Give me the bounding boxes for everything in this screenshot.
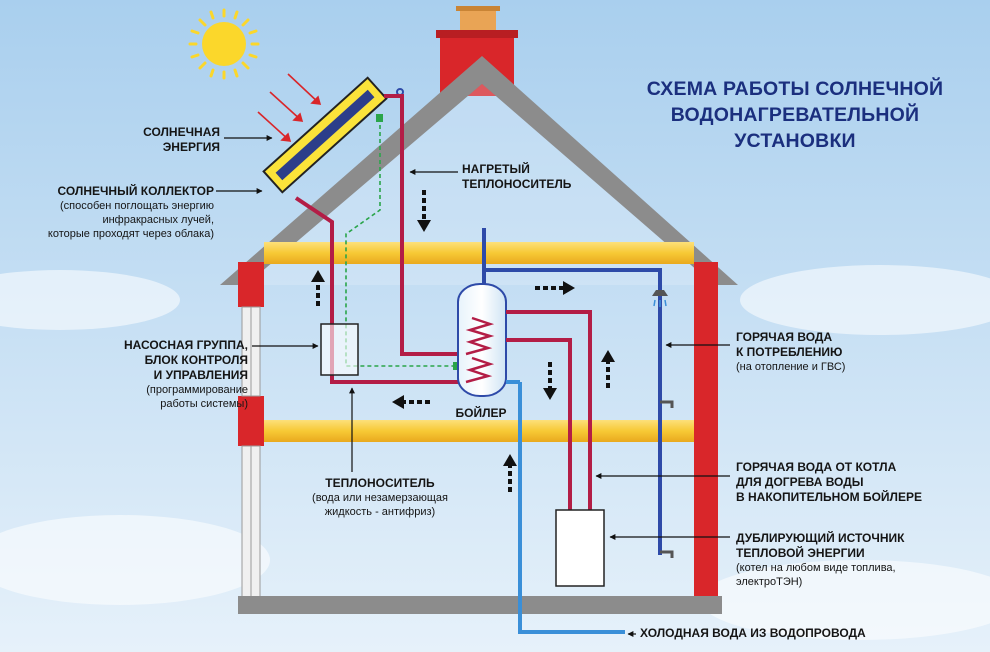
flow-arrows (311, 190, 615, 492)
label-boiler: БОЙЛЕР (455, 406, 507, 420)
right-wall (694, 262, 718, 598)
faucet-icon-lower (660, 550, 674, 558)
arrow-up-boiler-loop (601, 350, 615, 388)
arrow-left-return (392, 395, 430, 409)
diagram-title: СХЕМА РАБОТЫ СОЛНЕЧНОЙ ВОДОНАГРЕВАТЕЛЬНО… (600, 76, 990, 154)
label-solar-energy: СОЛНЕЧНАЯ ЭНЕРГИЯ (143, 125, 220, 154)
label-boiler-hot-water: ГОРЯЧАЯ ВОДА ОТ КОТЛА ДЛЯ ДОГРЕВА ВОДЫ В… (736, 460, 922, 504)
ground-floor (238, 596, 722, 614)
arrow-up-cold (503, 454, 517, 492)
clouds (0, 265, 990, 640)
shower-icon (652, 270, 668, 307)
title-line-1: СХЕМА РАБОТЫ СОЛНЕЧНОЙ (646, 78, 944, 100)
sun-rays-arrows (257, 73, 322, 142)
left-wall (238, 262, 264, 599)
boiler-tank (457, 283, 507, 397)
label-pump-group: НАСОСНАЯ ГРУППА, БЛОК КОНТРОЛЯ И УПРАВЛЕ… (123, 338, 248, 410)
arrow-down-hot (417, 190, 431, 232)
label-heated-carrier: НАГРЕТЫЙ ТЕПЛОНОСИТЕЛЬ (462, 162, 572, 191)
arrow-down-boiler-loop (543, 362, 557, 400)
return-carrier-pipe (294, 196, 466, 384)
title-line-3: УСТАНОВКИ (734, 130, 856, 152)
middle-floor (264, 420, 694, 442)
label-cold-water: ХОЛОДНАЯ ВОДА ИЗ ВОДОПРОВОДА (640, 626, 866, 640)
label-carrier: ТЕПЛОНОСИТЕЛЬ (вода или незамерзающая жи… (312, 476, 448, 518)
boiler-loop-supply (506, 310, 592, 512)
boiler-loop-return (506, 338, 572, 512)
label-backup-source: ДУБЛИРУЮЩИЙ ИСТОЧНИК ТЕПЛОВОЙ ЭНЕРГИИ (к… (736, 531, 905, 588)
cold-water-supply-pipe (518, 382, 625, 634)
boiler-sensor (453, 362, 460, 370)
sensor-line (345, 118, 456, 367)
title-line-2: ВОДОНАГРЕВАТЕЛЬНОЙ (670, 104, 920, 126)
hot-carrier-pipe (384, 94, 466, 356)
collector-sensor (376, 114, 383, 122)
leader-lines (216, 135, 730, 540)
arrow-right-hot-water (535, 281, 575, 295)
label-solar-collector: СОЛНЕЧНЫЙ КОЛЛЕКТОР (способен поглощать … (47, 184, 214, 240)
pump-group-box (320, 323, 359, 376)
label-hot-water-consumption: ГОРЯЧАЯ ВОДА К ПОТРЕБЛЕНИЮ (на отопление… (736, 330, 846, 373)
solar-collector (262, 76, 388, 194)
sun-icon (188, 8, 260, 80)
arrow-up-left (311, 270, 325, 306)
attic-floor (264, 242, 694, 264)
backup-boiler (555, 509, 605, 587)
faucet-icon-upper (660, 400, 674, 408)
